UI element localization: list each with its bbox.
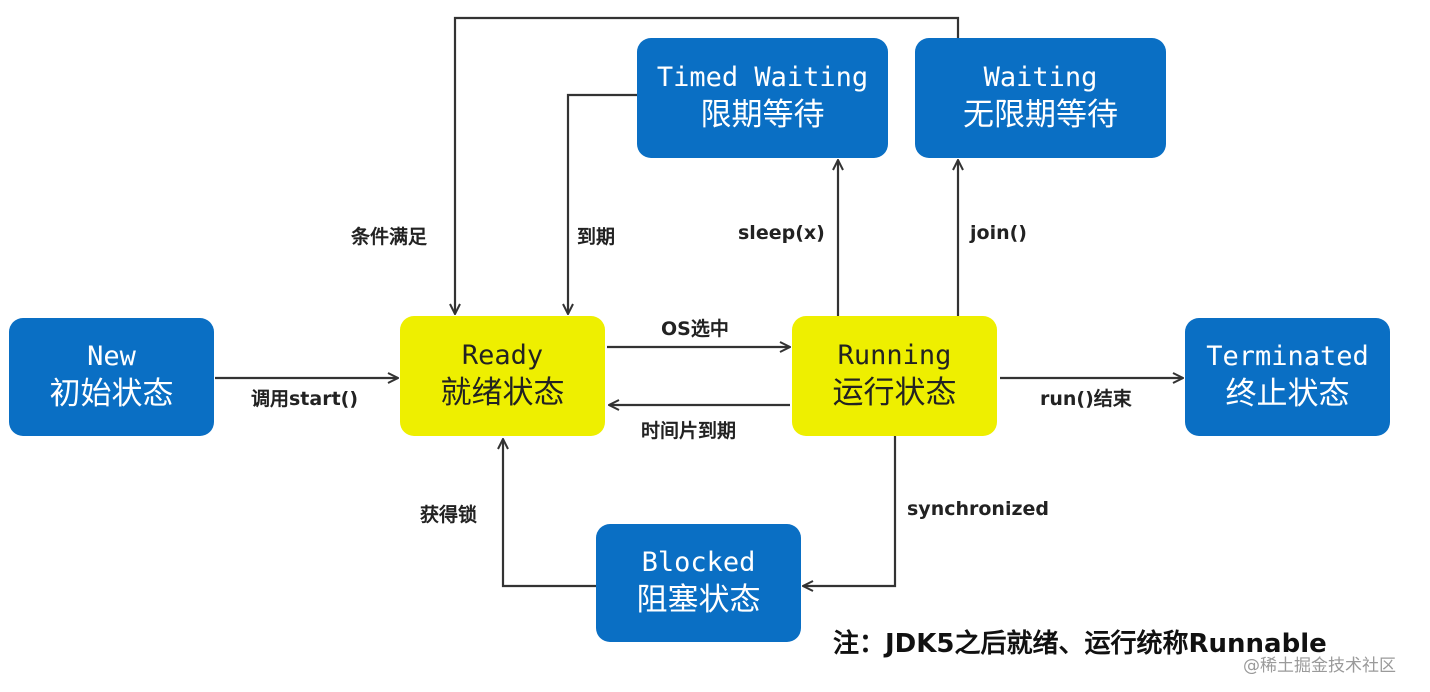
- state-running: Running 运行状态: [792, 316, 997, 436]
- state-terminated: Terminated 终止状态: [1185, 318, 1390, 436]
- label-blocked-to-ready: 获得锁: [420, 504, 478, 526]
- arrow-blocked-to-ready: [503, 439, 596, 588]
- label-waiting-to-ready: 条件满足: [351, 226, 428, 248]
- state-terminated-en: Terminated: [1206, 341, 1369, 372]
- state-ready-en: Ready: [461, 340, 544, 371]
- state-waiting-zh: 无限期等待: [963, 97, 1118, 133]
- state-timed-waiting-zh: 限期等待: [700, 97, 825, 133]
- state-new-en: New: [87, 341, 136, 372]
- state-blocked-en: Blocked: [641, 547, 756, 578]
- arrow-timed-waiting-to-ready: [568, 93, 637, 314]
- watermark: @稀土掘金技术社区: [1243, 656, 1396, 676]
- state-blocked-zh: 阻塞状态: [636, 582, 761, 618]
- state-blocked: Blocked 阻塞状态: [596, 524, 801, 642]
- label-ready-to-running: OS选中: [661, 318, 729, 340]
- state-terminated-zh: 终止状态: [1225, 376, 1350, 412]
- arrow-running-to-blocked: [803, 436, 897, 586]
- label-running-to-ready: 时间片到期: [641, 420, 737, 442]
- state-ready: Ready 就绪状态: [400, 316, 605, 436]
- state-new-zh: 初始状态: [49, 376, 174, 412]
- state-waiting: Waiting 无限期等待: [915, 38, 1166, 158]
- arrow-waiting-to-ready: [455, 16, 960, 314]
- label-timed-waiting-to-ready: 到期: [577, 226, 616, 248]
- label-running-to-terminated: run()结束: [1040, 388, 1132, 410]
- state-waiting-en: Waiting: [983, 62, 1098, 93]
- runnable-note: 注：JDK5之后就绪、运行统称Runnable: [833, 629, 1327, 659]
- state-timed-waiting: Timed Waiting 限期等待: [637, 38, 888, 158]
- state-running-en: Running: [837, 340, 952, 371]
- label-new-to-ready: 调用start(): [251, 388, 359, 410]
- state-ready-zh: 就绪状态: [440, 375, 565, 411]
- label-running-to-blocked: synchronized: [907, 498, 1050, 520]
- label-running-to-waiting: join(): [970, 222, 1027, 244]
- state-new: New 初始状态: [9, 318, 214, 436]
- state-running-zh: 运行状态: [832, 375, 957, 411]
- label-running-to-timed-waiting: sleep(x): [738, 222, 825, 244]
- state-timed-waiting-en: Timed Waiting: [656, 62, 869, 93]
